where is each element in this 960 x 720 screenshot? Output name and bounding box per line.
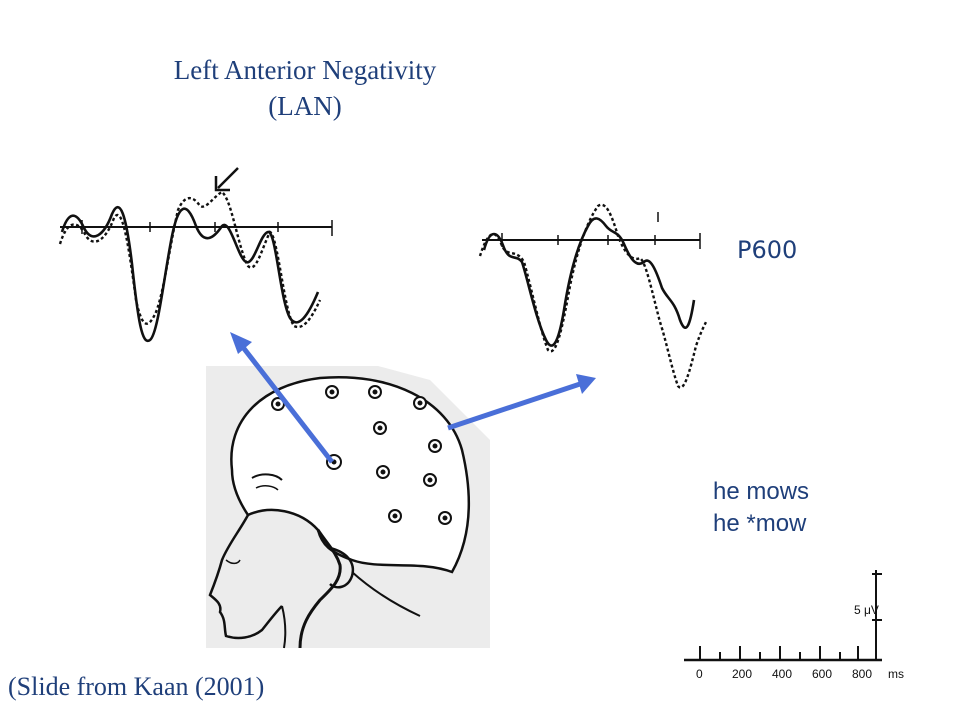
p600-waveform (478, 203, 708, 389)
lan-title-line1: Left Anterior Negativity (173, 55, 437, 85)
scale-time-unit: ms (888, 667, 904, 681)
p600-label: P600 (737, 236, 798, 264)
condition-ungrammatical: he *mow (713, 510, 807, 537)
slide-credit: (Slide from Kaan (2001) (8, 672, 265, 701)
lan-waveform (58, 167, 333, 343)
scale-tick-400: 400 (772, 667, 792, 681)
scale-tick-0: 0 (696, 667, 703, 681)
arrow-down-left-icon (214, 167, 239, 192)
condition-sentences: he mows he *mow (713, 476, 809, 540)
electrode-arrows (230, 332, 596, 464)
scale-tick-800: 800 (852, 667, 872, 681)
head-illustration (206, 366, 490, 649)
scale-bar: 0 200 400 600 800 ms 5 μV (684, 570, 904, 681)
lan-title: Left Anterior Negativity (LAN) (140, 52, 470, 124)
scale-tick-600: 600 (812, 667, 832, 681)
condition-grammatical: he mows (713, 478, 810, 505)
lan-title-line2: (LAN) (268, 91, 342, 121)
scale-tick-200: 200 (732, 667, 752, 681)
scale-amplitude: 5 μV (854, 603, 879, 617)
